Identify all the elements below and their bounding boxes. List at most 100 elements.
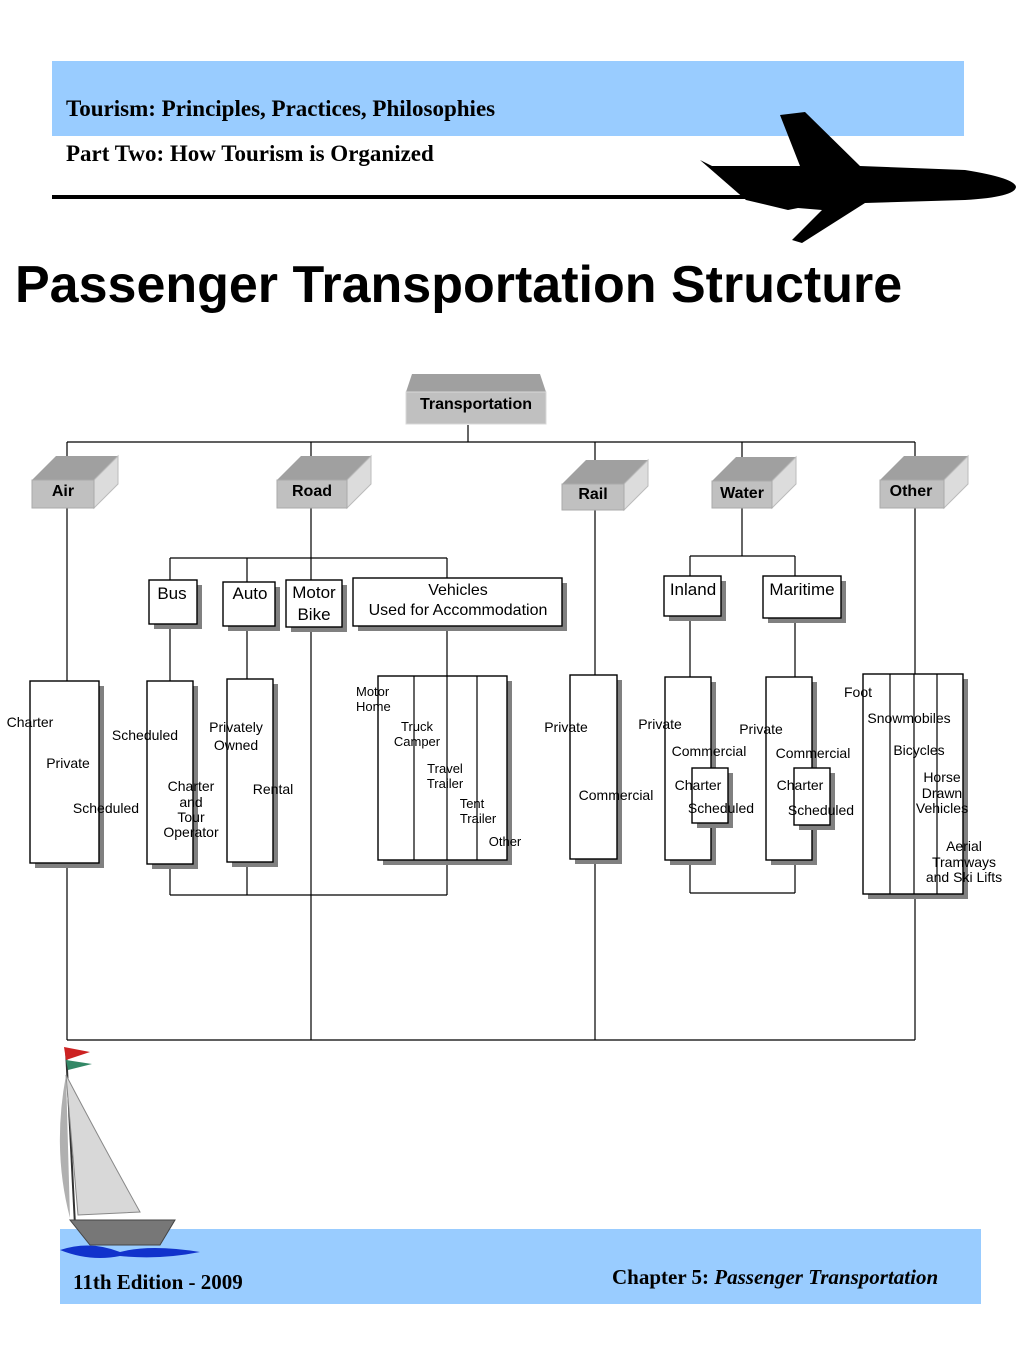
rail-item-commercial: Commercial	[579, 787, 654, 803]
mode-label-rail: Rail	[578, 486, 607, 503]
auto-item-private-line2: Owned	[214, 737, 258, 753]
book-title: Tourism: Principles, Practices, Philosop…	[66, 96, 496, 121]
vehicle-item-motorhome-line1: Motor	[356, 684, 390, 699]
vehicle-item-camper-line2: Camper	[394, 734, 441, 749]
air-items-box-frame	[29, 680, 100, 864]
mode-box-other-top	[880, 456, 968, 480]
mode-label-road: Road	[292, 483, 332, 500]
bus-box-frame	[148, 579, 198, 625]
other-item-aerial-line2: Tramways	[932, 854, 996, 870]
mode-box-rail	[561, 458, 649, 512]
sailboat-icon	[59, 1047, 200, 1258]
maritime-item-charter: Charter	[777, 777, 824, 793]
other-items-box-frame	[862, 673, 964, 895]
other-item-horse-line2: Drawn	[922, 785, 962, 801]
inland-item-private: Private	[638, 716, 682, 732]
other-item-aerial-line1: Aerial	[946, 838, 982, 854]
road-type-vehicles-line1: Vehicles	[428, 582, 488, 599]
vehicle-item-travel-trailer-line2: Trailer	[427, 776, 464, 791]
road-type-vehicles-line2: Used for Accommodation	[369, 602, 548, 619]
mode-box-water-top	[712, 457, 796, 481]
vehicle-item-other: Other	[489, 834, 522, 849]
vehicle-item-tent-trailer-line1: Tent	[460, 796, 485, 811]
other-item-foot: Foot	[844, 684, 872, 700]
mode-label-water: Water	[720, 485, 764, 502]
mode-label-other: Other	[890, 483, 933, 500]
bus-item-charter-line3: Tour	[177, 809, 205, 825]
other-item-horse-line1: Horse	[923, 769, 961, 785]
other-item-bicycles: Bicycles	[893, 742, 944, 758]
mode-box-rail-top	[562, 460, 648, 484]
maritime-item-scheduled: Scheduled	[788, 802, 854, 818]
road-type-auto: Auto	[233, 584, 268, 603]
inland-sub-box-frame	[691, 767, 729, 824]
maritime-item-commercial: Commercial	[776, 745, 851, 761]
inland-item-charter: Charter	[675, 777, 722, 793]
maritime-sub-box	[793, 767, 835, 830]
vehicle-items-box-frame	[377, 675, 508, 861]
mode-box-other	[879, 454, 969, 510]
bus-item-charter-line1: Charter	[168, 778, 215, 794]
bus-item-charter-line2: and	[179, 794, 202, 810]
air-item-charter: Charter	[7, 714, 54, 730]
road-type-motorbike-line1: Motor	[292, 583, 336, 602]
page-title: Passenger Transportation Structure	[15, 256, 903, 314]
auto-items-box	[226, 678, 278, 867]
header-rule	[52, 195, 752, 199]
chapter-prefix: Chapter 5:	[612, 1265, 710, 1289]
bus-items-box-frame	[146, 680, 194, 865]
bus-items-box	[146, 680, 198, 869]
mode-box-road-front	[276, 479, 348, 509]
air-item-scheduled: Scheduled	[73, 800, 139, 816]
vehicles-box-frame	[352, 577, 563, 627]
rail-items-box-frame	[569, 674, 618, 860]
maritime-box-frame	[762, 575, 842, 619]
chapter-title: Passenger Transportation	[714, 1265, 939, 1289]
mode-box-air	[31, 454, 119, 510]
bus-box	[148, 579, 202, 629]
auto-box	[222, 581, 280, 631]
vehicle-item-motorhome-line2: Home	[356, 699, 391, 714]
other-item-horse-line3: Vehicles	[916, 800, 968, 816]
mode-box-road-top	[277, 456, 371, 480]
rail-item-private: Private	[544, 719, 588, 735]
footer-band	[60, 1229, 981, 1304]
vehicle-item-tent-trailer-line2: Trailer	[460, 811, 497, 826]
mode-box-water	[711, 455, 797, 510]
root-node-front	[405, 391, 547, 425]
root-node	[405, 374, 547, 425]
road-type-bus: Bus	[157, 584, 186, 603]
auto-item-private-line1: Privately	[209, 719, 263, 735]
mode-box-road	[276, 454, 372, 510]
road-type-motorbike-line2: Bike	[297, 605, 330, 624]
mode-box-air-front	[31, 479, 95, 509]
air-item-private: Private	[46, 755, 90, 771]
bus-item-scheduled: Scheduled	[112, 727, 178, 743]
maritime-item-private: Private	[739, 721, 783, 737]
inland-box-frame	[663, 575, 722, 617]
auto-item-rental: Rental	[253, 781, 293, 797]
vehicles-box	[352, 577, 567, 631]
water-type-maritime: Maritime	[769, 580, 834, 599]
chapter-label: Chapter 5: Passenger Transportation	[612, 1265, 938, 1290]
airplane-icon	[700, 112, 1016, 243]
other-item-snowmobiles: Snowmobiles	[867, 710, 950, 726]
maritime-box	[762, 575, 846, 623]
inland-item-scheduled: Scheduled	[688, 800, 754, 816]
vehicle-item-travel-trailer-line1: Travel	[427, 761, 463, 776]
rail-items-box	[569, 674, 622, 864]
vehicle-item-camper-line1: Truck	[401, 719, 434, 734]
edition-label: 11th Edition - 2009	[73, 1270, 243, 1294]
inland-item-commercial: Commercial	[672, 743, 747, 759]
mode-label-air: Air	[52, 483, 74, 500]
auto-items-box-frame	[226, 678, 274, 863]
mode-box-other-front	[879, 479, 945, 509]
other-items-box	[862, 673, 968, 899]
root-node-top	[406, 374, 546, 392]
root-node-label: Transportation	[420, 396, 532, 413]
mode-box-rail-front	[561, 483, 625, 511]
water-type-inland: Inland	[670, 580, 716, 599]
mode-box-water-front	[711, 480, 773, 509]
maritime-sub-box-frame	[793, 767, 831, 826]
part-title: Part Two: How Tourism is Organized	[66, 141, 434, 166]
